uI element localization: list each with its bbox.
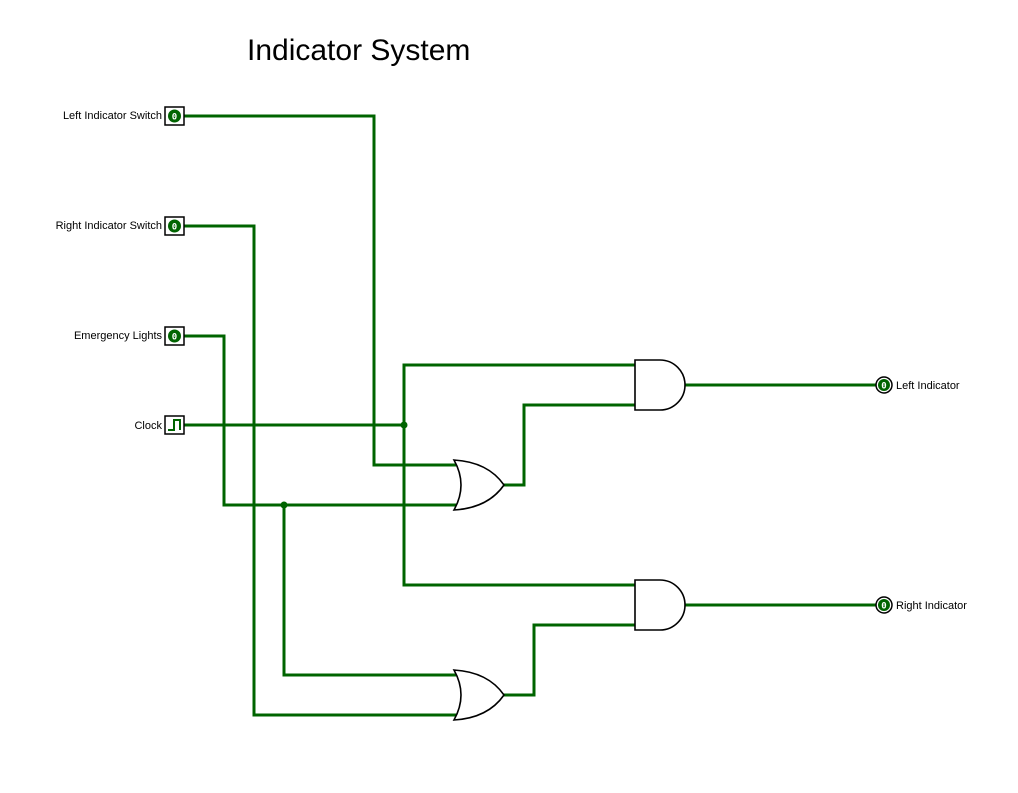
wire-emergency [182,334,457,507]
and-gate-2 [634,579,686,631]
wire-or1-and1 [502,403,637,487]
input-value-left-switch: 0 [172,113,177,123]
and-gate-1 [634,359,686,411]
or-gate-2 [452,669,505,721]
or-gate-1 [452,459,505,511]
wire-clock-and1 [402,363,637,427]
wire-left-switch [182,114,457,467]
junction-emergency [280,501,288,509]
wires [182,114,878,717]
junction-clock [400,421,408,429]
input-pin-left-switch[interactable]: 0 [164,106,185,126]
clock-icon [168,419,181,431]
input-label-left-switch: Left Indicator Switch [62,110,162,122]
output-pin-right: 0 [875,596,893,614]
input-pin-emergency[interactable]: 0 [164,326,185,346]
input-value-emergency: 0 [172,333,177,343]
output-value-right: 0 [881,602,886,612]
input-label-right-switch: Right Indicator Switch [55,220,162,232]
wire-or2-and2 [502,623,637,697]
wire-right-switch [182,224,457,717]
wire-clock-and2 [402,423,637,587]
input-pin-clock[interactable] [164,415,185,435]
output-pin-left: 0 [875,376,893,394]
input-value-right-switch: 0 [172,223,177,233]
wire-emergency-branch [282,503,457,677]
output-label-right: Right Indicator [896,600,967,612]
input-pin-right-switch[interactable]: 0 [164,216,185,236]
output-label-left: Left Indicator [896,380,960,392]
diagram-title: Indicator System [247,34,471,67]
output-value-left: 0 [881,382,886,392]
input-label-clock: Clock [134,420,162,432]
input-label-emergency: Emergency Lights [73,330,162,342]
